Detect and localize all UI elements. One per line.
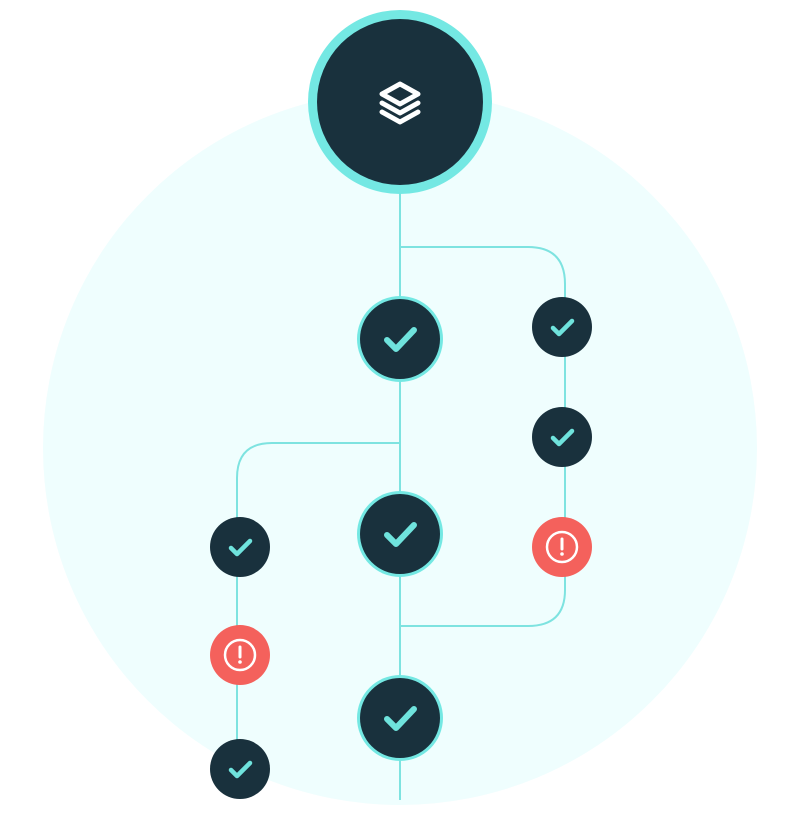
node-core: [532, 297, 592, 357]
node-core: [360, 299, 440, 379]
layers-icon: [379, 81, 421, 125]
node-left-1[interactable]: [210, 517, 270, 577]
check-icon: [550, 428, 575, 447]
pipeline-nodes: [210, 296, 592, 799]
node-core: [360, 678, 440, 758]
exclamation-icon: [545, 530, 579, 564]
node-right-2[interactable]: [532, 407, 592, 467]
connector-left-branch: [236, 442, 400, 770]
check-icon: [228, 538, 253, 557]
node-main-3[interactable]: [357, 675, 443, 761]
node-main-2[interactable]: [357, 491, 443, 577]
node-right-1[interactable]: [532, 297, 592, 357]
check-icon: [228, 760, 253, 779]
node-main-1[interactable]: [357, 296, 443, 382]
check-icon: [384, 706, 417, 731]
check-icon: [384, 327, 417, 352]
node-core: [532, 407, 592, 467]
root-node[interactable]: [308, 10, 492, 194]
node-core: [210, 739, 270, 799]
node-right-3[interactable]: [532, 517, 592, 577]
check-icon: [550, 318, 575, 337]
check-icon: [384, 522, 417, 547]
exclamation-icon: [223, 638, 257, 672]
node-core: [210, 517, 270, 577]
node-left-3[interactable]: [210, 739, 270, 799]
node-left-2[interactable]: [210, 625, 270, 685]
node-core: [360, 494, 440, 574]
